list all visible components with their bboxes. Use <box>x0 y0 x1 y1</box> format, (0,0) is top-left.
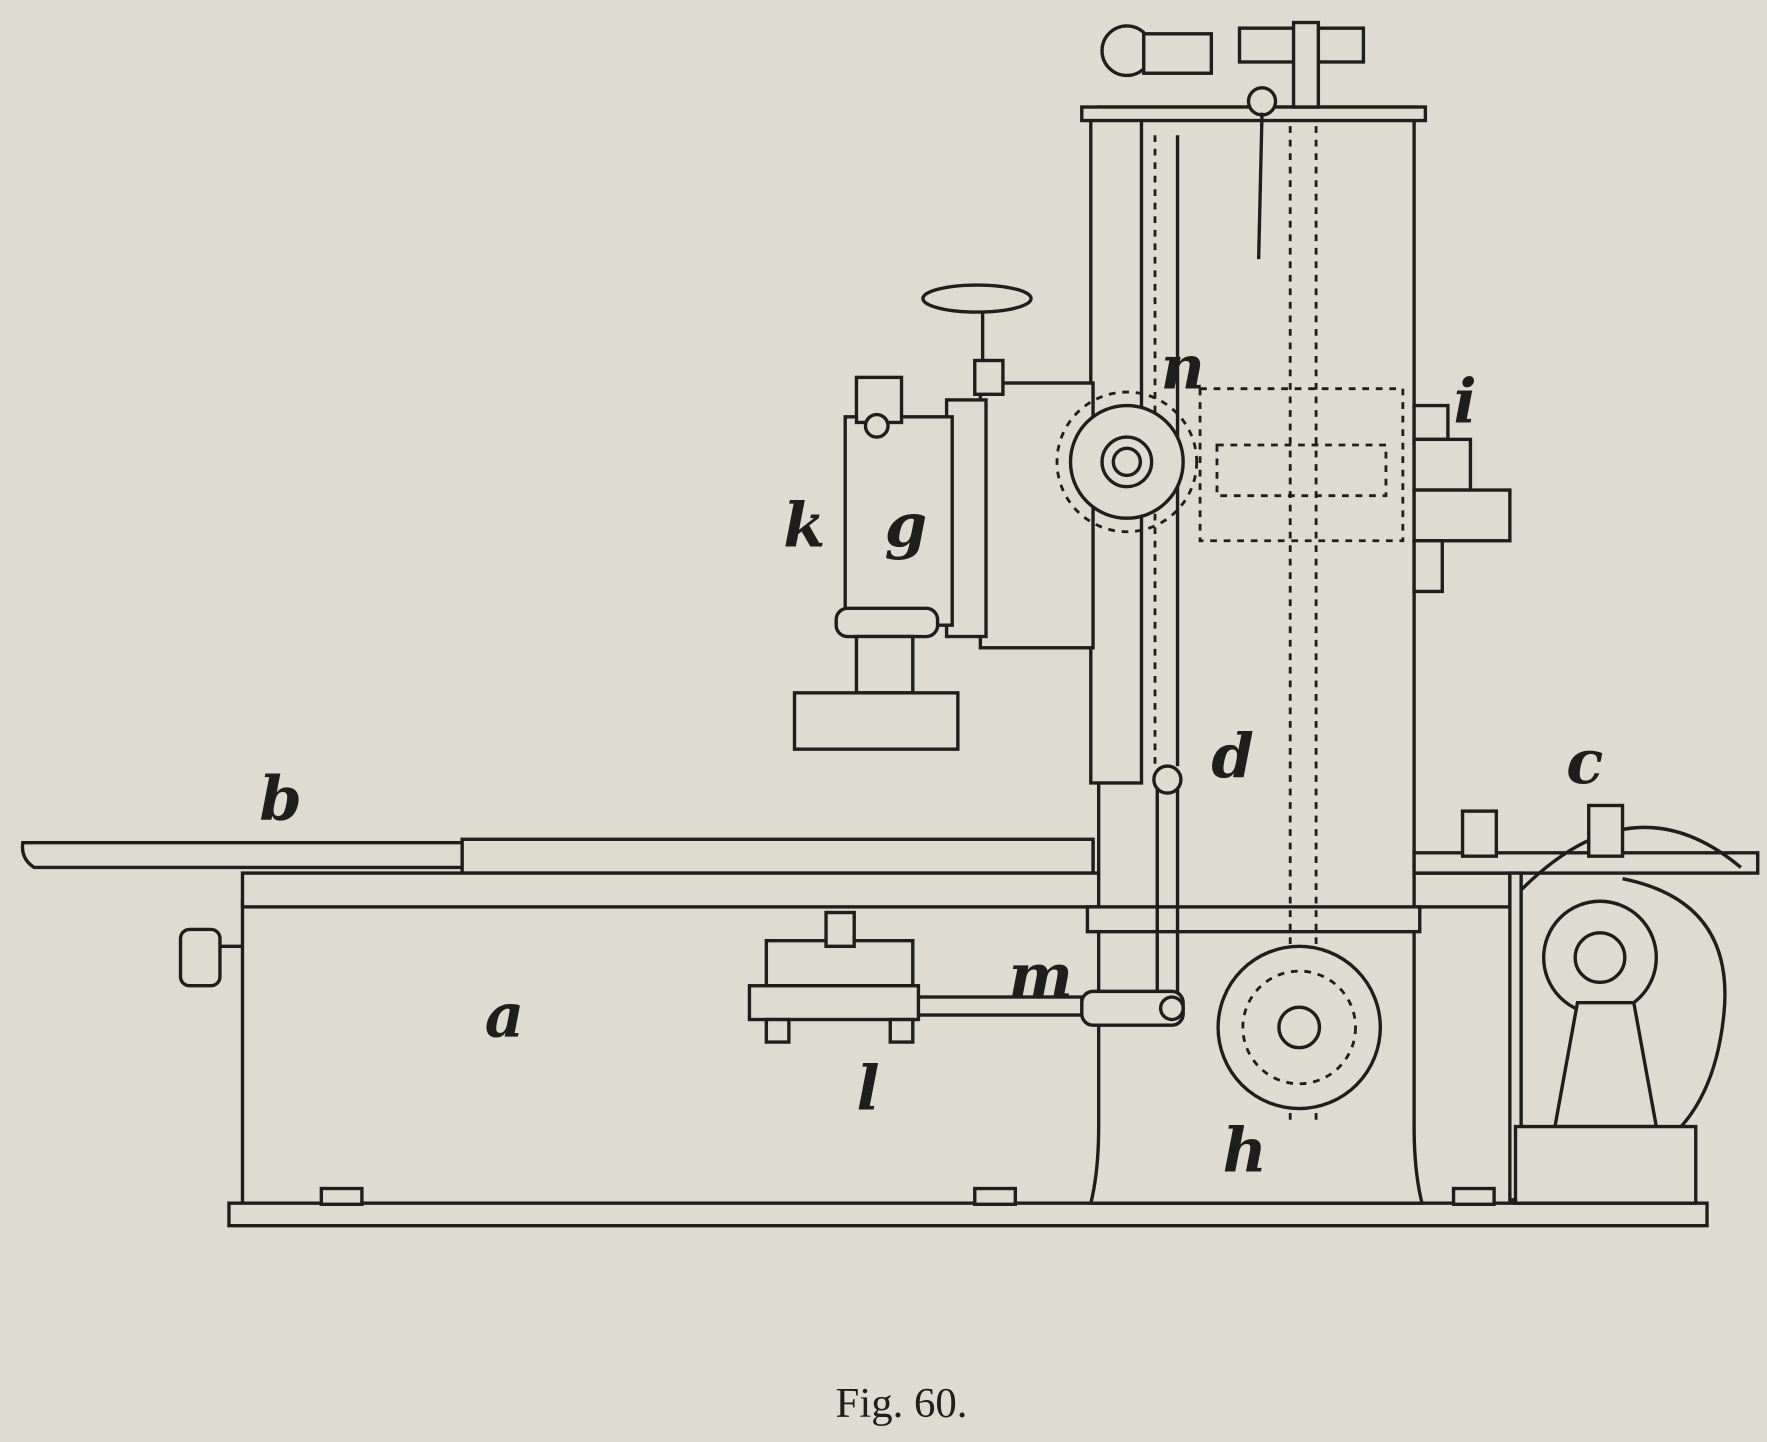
rail-c <box>1412 851 1760 875</box>
label-i: i <box>1454 366 1477 437</box>
label-b: b <box>259 764 302 835</box>
head-slide <box>978 381 1095 650</box>
figure-caption: Fig. 60. <box>836 1380 968 1427</box>
label-k: k <box>783 490 825 561</box>
base-foot <box>319 1186 364 1206</box>
label-n: n <box>1161 333 1205 404</box>
guard-c <box>1519 825 1742 892</box>
base-foot <box>973 1186 1017 1206</box>
head-g <box>843 415 954 627</box>
base-plate <box>227 1201 1709 1228</box>
label-a: a <box>485 980 524 1051</box>
grinding-wheel <box>792 691 960 751</box>
gear-n <box>1068 403 1185 520</box>
base-foot <box>1451 1186 1496 1206</box>
label-d: d <box>1211 721 1254 792</box>
fixture-i <box>1412 488 1512 543</box>
label-g: g <box>885 490 928 561</box>
bevel-gear <box>1541 899 1659 1016</box>
handwheel <box>921 283 1033 314</box>
label-c: c <box>1566 727 1603 798</box>
bed-end-stop <box>178 927 222 988</box>
label-h: h <box>1223 1116 1267 1187</box>
label-l: l <box>856 1054 879 1125</box>
column-band <box>1085 905 1422 934</box>
label-m: m <box>1009 941 1073 1012</box>
table-slide <box>460 837 1095 875</box>
motor-pedestal <box>1513 1124 1698 1205</box>
